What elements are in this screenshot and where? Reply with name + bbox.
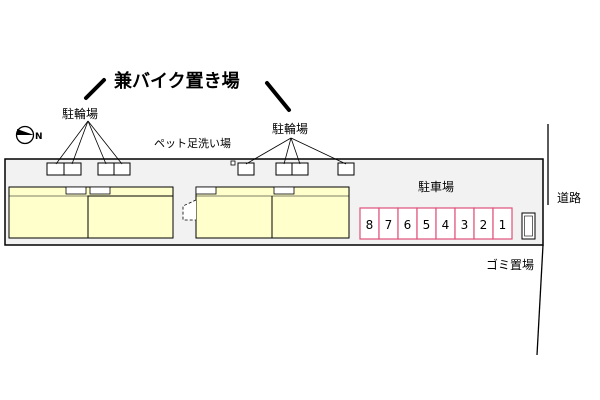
bike-rack: [337, 162, 355, 176]
porch: [65, 186, 87, 195]
pet-footwash-marker: [230, 160, 236, 166]
title-stroke-right: [265, 81, 291, 112]
north-arrow-icon: N: [15, 125, 43, 145]
bike-rack: [113, 162, 131, 176]
parking-slot-number: 5: [423, 218, 431, 232]
bicycle-parking-label-right: 駐輪場: [272, 121, 308, 136]
bike-rack: [97, 162, 115, 176]
bicycle-parking-left: 駐輪場: [46, 106, 131, 176]
bike-rack: [237, 162, 255, 176]
building-unit: [87, 195, 174, 239]
bike-rack: [46, 162, 65, 176]
parking-slot-number: 2: [480, 218, 488, 232]
bike-rack: [275, 162, 293, 176]
garbage-bin-inner: [524, 215, 533, 237]
car-parking-label: 駐車場: [418, 179, 454, 194]
bike-rack: [291, 162, 309, 176]
bike-rack: [63, 162, 82, 176]
road-label: 道路: [557, 190, 581, 205]
dashed-outline: [182, 199, 197, 221]
porch: [89, 186, 111, 195]
porch: [273, 186, 295, 195]
bicycle-parking-right: 駐輪場: [237, 121, 355, 176]
parking-slot-number: 8: [366, 218, 374, 232]
garbage-bin: [521, 212, 536, 240]
garbage-label: ゴミ置場: [486, 257, 534, 272]
building: [8, 186, 350, 239]
north-label: N: [35, 132, 43, 142]
road-edge-lower: [536, 244, 544, 356]
porch: [195, 186, 217, 195]
parking-slot-number: 4: [442, 218, 450, 232]
parking-slot-number: 6: [404, 218, 412, 232]
parking-slot-number: 3: [461, 218, 469, 232]
bicycle-parking-label-left: 駐輪場: [62, 106, 98, 121]
pet-footwash-label: ペット足洗い場: [154, 137, 231, 150]
parking-slot: [492, 207, 513, 240]
pet-footwash: ペット足洗い場: [154, 137, 236, 166]
parking-slot-number: 1: [499, 218, 507, 232]
title-stroke-left: [84, 78, 106, 100]
bike-parking-title: 兼バイク置き場: [114, 70, 240, 92]
parking-slot-number: 7: [385, 218, 393, 232]
